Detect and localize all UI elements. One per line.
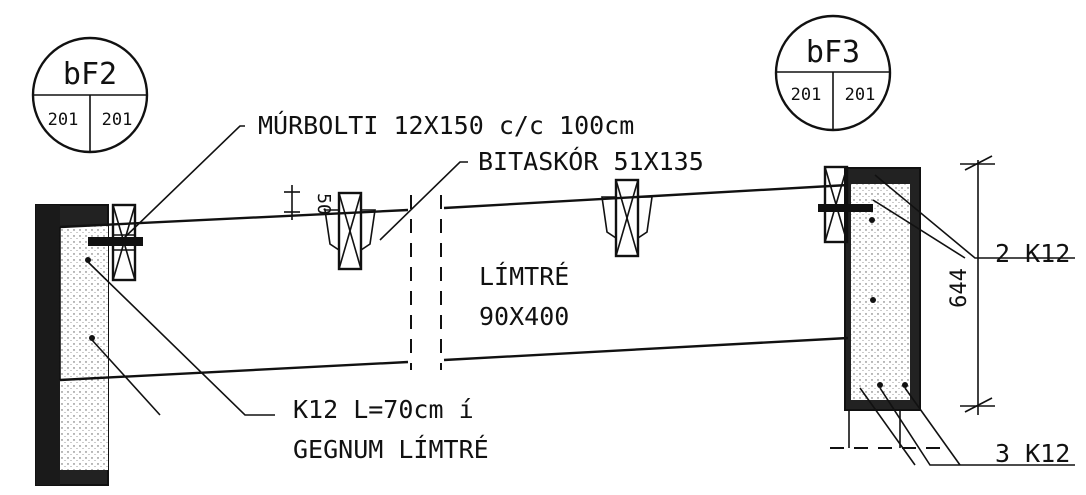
detail-ref-bf3: bF3 201 201 <box>774 14 892 132</box>
anchor-bolt-right <box>818 204 873 212</box>
height-dimension: 644 <box>947 155 995 415</box>
small-dimension: 50 <box>284 185 334 220</box>
beam-label-line2: 90X400 <box>479 302 569 331</box>
detail-ref-left: 201 <box>791 85 822 105</box>
left-wall <box>35 204 109 486</box>
detail-ref-right: 201 <box>102 110 133 130</box>
joist-section-mid2 <box>601 178 653 258</box>
detail-ref-bf2: bF2 201 201 <box>31 36 149 154</box>
small-dim-label: 50 <box>313 193 334 215</box>
leader-lines <box>87 125 1075 466</box>
height-dim-label: 644 <box>947 268 972 308</box>
rebar-label-line1: K12 L=70cm í <box>293 395 474 424</box>
joist-section-mid1 <box>324 191 376 271</box>
rebar-dots <box>85 217 908 388</box>
detail-ref-left: 201 <box>48 110 79 130</box>
beam-label-line1: LÍMTRÉ <box>479 262 569 291</box>
rebar-bottom-label: 3 K12 <box>995 439 1070 468</box>
detail-ref-title: bF2 <box>63 57 117 92</box>
anchor-bolt-left <box>88 237 143 246</box>
detail-ref-right: 201 <box>845 85 876 105</box>
rebar-label-line2: GEGNUM LÍMTRÉ <box>293 435 489 464</box>
right-column <box>830 167 950 449</box>
detail-ref-title: bF3 <box>806 35 860 70</box>
joist-hanger-label: BITASKÓR 51X135 <box>478 146 704 176</box>
anchor-bolt-label: MÚRBOLTI 12X150 c/c 100cm <box>258 110 634 140</box>
rebar-top-label: 2 K12 <box>995 239 1070 268</box>
